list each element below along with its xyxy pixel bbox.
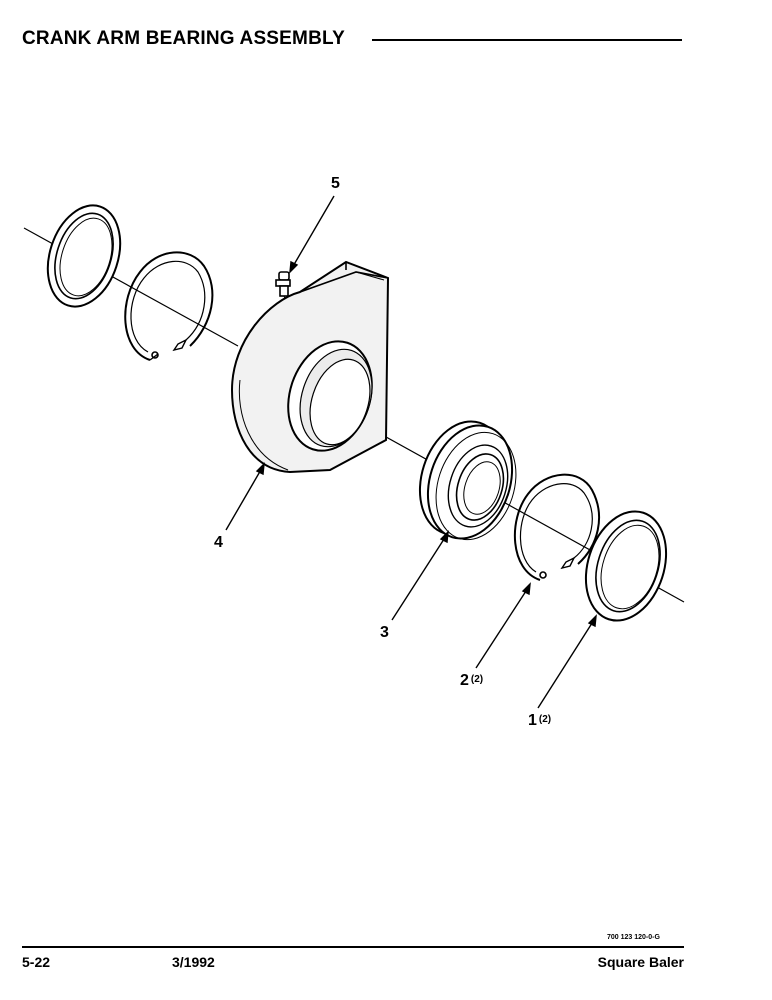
bearing-part (418, 420, 517, 541)
callout-2: 2(2) (460, 672, 484, 689)
page-title: CRANK ARM BEARING ASSEMBLY (22, 28, 345, 49)
footer-product: Square Baler (597, 954, 684, 970)
callout-2-qty: (2) (470, 674, 484, 685)
footer-date: 3/1992 (172, 954, 215, 970)
footer-page-number: 5-22 (22, 954, 51, 970)
right-snap-ring-part (513, 473, 600, 581)
title-rule (372, 39, 682, 41)
right-seal-part (584, 510, 668, 622)
callout-4: 4 (214, 534, 223, 551)
left-seal-part (46, 204, 122, 308)
footer-rule (22, 946, 684, 948)
bearing-housing-part (230, 260, 390, 474)
callout-5: 5 (331, 175, 340, 192)
document-code: 700 123 120-0-G (607, 934, 660, 941)
callout-3: 3 (380, 624, 389, 641)
leader-lines (225, 195, 597, 709)
callout-1: 1(2) (528, 712, 552, 729)
callout-1-qty: (2) (538, 714, 552, 725)
left-snap-ring-part (124, 251, 214, 361)
